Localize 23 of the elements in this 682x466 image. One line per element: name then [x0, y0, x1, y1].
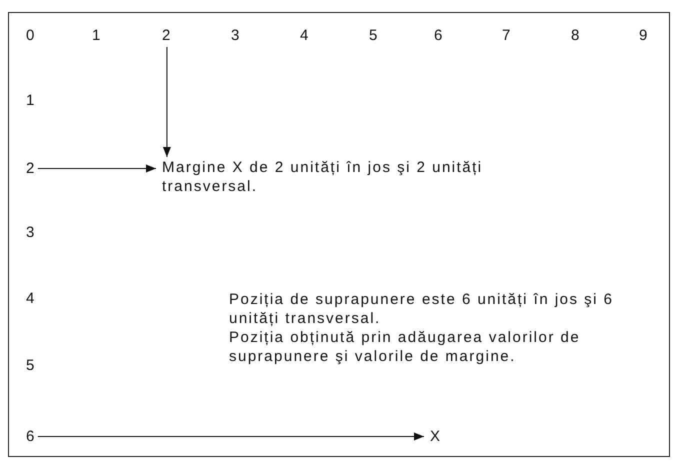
axis-number: 0 [26, 26, 36, 45]
arrow [37, 164, 156, 172]
axis-number: 1 [26, 91, 36, 110]
axis-number: 6 [26, 427, 36, 446]
arrow [37, 432, 424, 440]
axis-number: 5 [369, 26, 379, 45]
margin-note: Margine X de 2 unități în jos şi 2 unități transversal. [162, 158, 562, 196]
axis-number: 3 [26, 223, 36, 242]
arrow [162, 46, 171, 158]
axis-number: 6 [434, 26, 444, 45]
axis-number: 2 [26, 159, 36, 178]
axis-number: 5 [26, 356, 36, 375]
axis-number: 4 [300, 26, 310, 45]
axis-number: 2 [162, 26, 172, 45]
axis-number: 9 [639, 26, 649, 45]
axis-number: 1 [92, 26, 102, 45]
note-text: Poziția obținută prin adăugarea valorilor de suprapunere şi valorile de margine. [229, 328, 582, 366]
note-text: Poziția de suprapunere este 6 unități în jos şi 6 unități transversal. [229, 290, 615, 328]
axis-number: 8 [571, 26, 581, 45]
axis-number: 7 [502, 26, 512, 45]
point-marker: X [430, 427, 442, 446]
axis-number: 3 [231, 26, 241, 45]
axis-number: 4 [26, 289, 36, 308]
